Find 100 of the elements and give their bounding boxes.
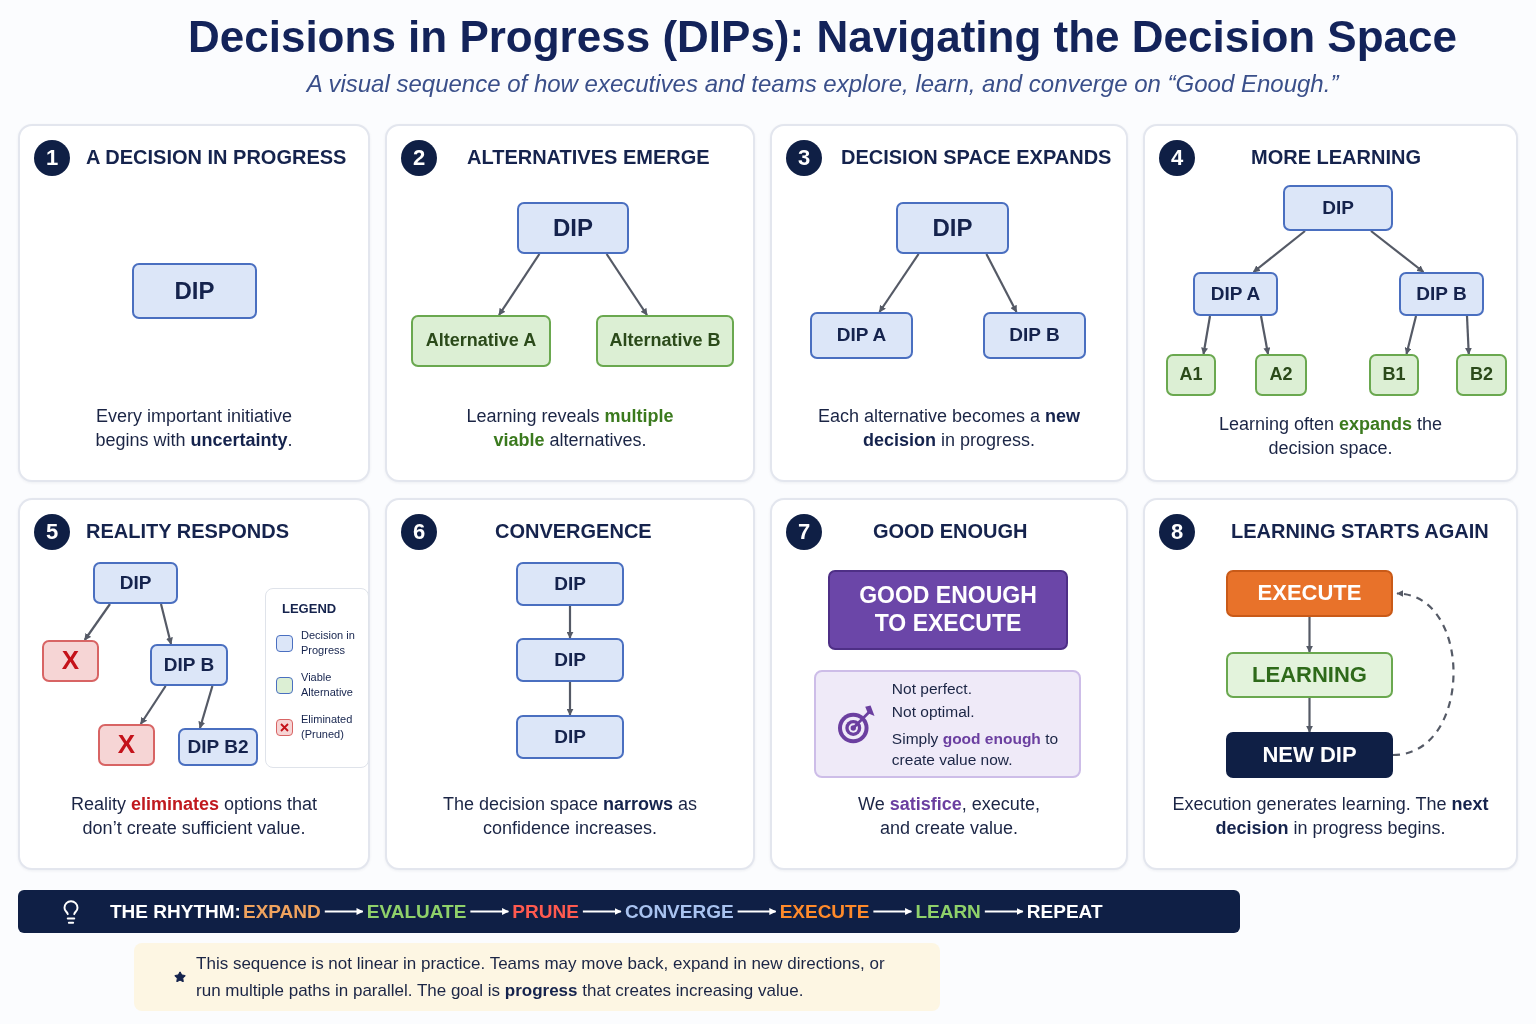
rhythm-step: EVALUATE [364,900,469,923]
eliminated-box: X [42,640,99,682]
step-heading: GOOD ENOUGH [873,520,1028,543]
legend-text: Decision in Progress [301,628,356,658]
step-number: 3 [786,140,822,176]
step-panel [18,124,370,482]
arrow [605,253,648,316]
step-number: 4 [1159,140,1195,176]
rhythm-label: THE RHYTHM: [110,900,241,923]
arrow [1404,315,1418,355]
step-panel [770,498,1128,870]
decision-box: DIP [132,263,257,319]
step-number: 7 [786,514,822,550]
step-heading: LEARNING STARTS AGAIN [1231,520,1489,543]
step-panel [1143,498,1518,870]
subtitle: A visual sequence of how executives and teams explore, learn, and converge on “Good Enough.” [305,70,1341,98]
step-number: 1 [34,140,70,176]
arrow [984,908,1024,915]
step-heading: REALITY RESPONDS [86,520,289,543]
rhythm-step: CONVERGE [622,900,736,923]
note-text: Not perfect. [891,679,973,699]
step-panel [385,124,755,482]
arrow [1252,230,1306,273]
step-heading: MORE LEARNING [1251,146,1421,169]
decision-box: DIP B [1399,272,1484,316]
arrow [873,908,913,915]
step-caption: Learning often expands the decision space. [1217,413,1444,460]
decision-box: DIP A [1193,272,1278,316]
step-panel [770,124,1128,482]
step-heading: DECISION SPACE EXPANDS [841,146,1112,169]
note-text: Not optimal. [891,702,976,722]
arrow [1306,617,1313,653]
arrow [566,606,574,639]
step-caption: We satisfice, execute, and create value. [857,793,1041,840]
decision-box: DIP [516,638,624,682]
step-heading: ALTERNATIVES EMERGE [467,146,710,169]
alternative-box: A2 [1255,354,1307,396]
arrow [1259,315,1271,355]
arrow [198,685,214,729]
step-panel [385,498,755,870]
rhythm-step: PRUNE [510,900,581,923]
alternative-box: A1 [1166,354,1216,396]
rhythm-step: LEARN [913,900,983,923]
step-panel [1143,124,1518,482]
arrow [498,253,541,316]
arrow [737,908,777,915]
decision-box: DIP [1283,185,1393,231]
alternative-box: B1 [1369,354,1419,396]
arrow [582,908,622,915]
rhythm-step: EXECUTE [777,900,872,923]
dashed-arrow [1392,591,1455,757]
good-enough-box: GOOD ENOUGH TO EXECUTE [828,570,1068,650]
title: Decisions in Progress (DIPs): Navigating the Decision Space [187,12,1458,62]
step-caption: Each alternative becomes a new decision in progress. [817,405,1081,452]
rhythm-bar [18,890,1240,933]
rhythm-step: EXPAND [241,900,323,923]
step-heading: A DECISION IN PROGRESS [86,146,347,169]
step-number: 6 [401,514,437,550]
step-caption: The decision space narrows as confidence increases. [441,793,699,840]
legend-title: LEGEND [282,601,338,616]
legend-text: Viable Alternative [301,670,354,700]
alternative-box: Alternative A [411,315,551,367]
note-card [134,943,940,1011]
step-caption: Execution generates learning. The next decision in progress begins. [1171,793,1490,840]
decision-box: DIP [516,715,624,759]
step-number: 2 [401,140,437,176]
arrow [1306,698,1313,733]
arrow [566,682,574,716]
arrow [985,253,1018,313]
arrow [159,603,173,645]
learning-box: LEARNING [1226,652,1393,698]
arrow [324,908,364,915]
note-text: This sequence is not linear in practice. Teams may move back, expand in new directions, or run multiple paths in parallel. The goal is progress that creates increasing value. [196,953,886,1002]
rhythm-step: REPEAT [1024,900,1105,923]
arrow [878,253,920,313]
execute-box: EXECUTE [1226,570,1393,617]
eliminated-box: X [98,724,155,766]
step-caption: Every important initiative begins with uncertainty. [94,405,294,452]
step-number: 8 [1159,514,1195,550]
decision-box: DIP B2 [178,728,258,766]
arrow [470,908,510,915]
decision-box: DIP [517,202,629,254]
step-heading: CONVERGENCE [495,520,652,543]
step-caption: Reality eliminates options that don’t create sufficient value. [69,793,319,840]
decision-box: DIP [93,562,178,604]
arrow [1464,315,1472,355]
note-text: Simply good enough to create value now. [891,729,1060,770]
arrow [1201,315,1212,355]
decision-box: DIP B [983,312,1086,359]
arrow [139,685,167,725]
decision-box: DIP [516,562,624,606]
alternative-box: Alternative B [596,315,734,367]
legend-text: Eliminated (Pruned) [301,712,354,742]
step-number: 5 [34,514,70,550]
decision-box: DIP [896,202,1009,254]
decision-box: DIP A [810,312,913,359]
alternative-box: B2 [1456,354,1507,396]
arrow [83,603,111,641]
new-dip-box: NEW DIP [1226,732,1393,778]
note-card [814,670,1081,778]
